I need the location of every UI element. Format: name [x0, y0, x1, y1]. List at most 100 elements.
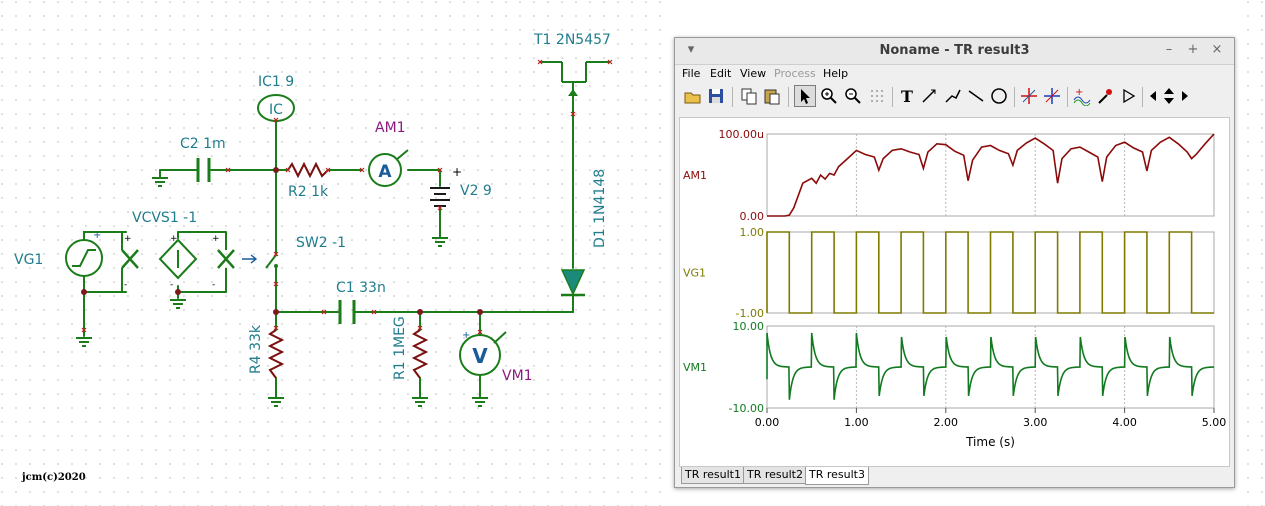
voltmeter-icon[interactable]	[459, 334, 501, 376]
r2-resistor-icon[interactable]	[287, 161, 329, 179]
c2-label: C2 1m	[180, 136, 226, 152]
trace-vm1[interactable]	[766, 332, 1214, 400]
r4-label: R4 33k	[248, 324, 264, 374]
window-menu-button[interactable]: ▾	[687, 42, 695, 57]
annotate-icon[interactable]	[919, 85, 941, 107]
open-folder-icon[interactable]	[682, 85, 704, 107]
series-label-vg1: VG1	[683, 267, 706, 280]
svg-text:+: +	[1075, 87, 1083, 98]
switch-blade-icon[interactable]	[265, 254, 277, 269]
svg-text:T: T	[901, 87, 913, 106]
cursor-a-icon[interactable]	[1018, 85, 1040, 107]
ytick-label: 0.00	[740, 210, 765, 223]
ytick-label: 10.00	[733, 320, 765, 333]
zoom-fit-icon[interactable]	[842, 85, 864, 107]
svg-text:-: -	[170, 280, 173, 290]
pointer-icon[interactable]	[794, 85, 816, 107]
c1-capacitor-icon[interactable]	[338, 300, 356, 324]
c2-capacitor-icon[interactable]	[196, 158, 211, 182]
r4-resistor-icon[interactable]	[267, 329, 285, 379]
grid-icon[interactable]	[866, 85, 888, 107]
line-annotate-icon[interactable]	[942, 85, 964, 107]
wire-vcvs[interactable]	[177, 231, 227, 293]
maximize-button[interactable]: +	[1187, 42, 1199, 57]
xtick-label: 5.00	[1202, 416, 1227, 429]
menu-edit[interactable]: Edit	[710, 67, 732, 80]
pin-markers	[81, 59, 613, 335]
junction-dot	[417, 309, 423, 315]
ic-marker-icon[interactable]	[257, 94, 295, 122]
window-title: Noname - TR result3	[879, 43, 1030, 58]
probe-icon[interactable]	[1094, 85, 1116, 107]
minimize-button[interactable]: –	[1165, 42, 1173, 57]
menu-help[interactable]: Help	[823, 67, 849, 80]
paste-icon[interactable]	[761, 85, 783, 107]
ic1-label: IC1 9	[258, 74, 294, 90]
svg-text:+: +	[170, 234, 178, 244]
xtick-label: 4.00	[1112, 416, 1137, 429]
junction-dot	[273, 167, 279, 173]
trace-am1[interactable]	[767, 133, 1215, 217]
xtick-label: 2.00	[934, 416, 959, 429]
c2-ground-icon	[152, 177, 168, 187]
am1-label: AM1	[375, 120, 406, 136]
r1-ground-icon	[412, 397, 428, 407]
ytick-label: -10.00	[729, 402, 764, 415]
play-icon[interactable]	[1117, 85, 1139, 107]
vg1-ground-icon	[76, 337, 92, 347]
menu-view[interactable]: View	[740, 67, 767, 80]
ammeter-icon[interactable]	[368, 153, 402, 187]
scroll-updown-icon[interactable]	[1161, 85, 1177, 107]
r2-label: R2 1k	[288, 184, 329, 200]
add-trace-icon[interactable]: +	[1071, 85, 1093, 107]
tab-tr-result2[interactable]: TR result2	[743, 467, 807, 484]
draw-circle-icon[interactable]	[988, 85, 1010, 107]
copy-icon[interactable]	[738, 85, 760, 107]
vcvs-ground-icon	[170, 299, 186, 309]
ic-marker-label: IC	[269, 102, 283, 118]
ytick-label: 100.00u	[719, 128, 764, 141]
zoom-in-icon[interactable]	[818, 85, 840, 107]
result-window[interactable]: ▾ Noname - TR result3 – + × File Edit Vi…	[674, 37, 1235, 488]
x-axis-label: Time (s)	[965, 435, 1015, 449]
junction-dot	[477, 309, 483, 315]
scroll-right-icon[interactable]	[1178, 85, 1192, 107]
r1-resistor-icon[interactable]	[411, 329, 429, 379]
vg1-label: VG1	[14, 252, 43, 268]
close-button[interactable]: ×	[1211, 42, 1223, 57]
ammeter-symbol: A	[378, 162, 392, 182]
tab-tr-result3[interactable]: TR result3	[805, 467, 869, 485]
jfet-arrow-icon	[568, 89, 578, 96]
draw-line-icon[interactable]	[965, 85, 987, 107]
voltmeter-symbol: V	[472, 344, 488, 368]
jfet-transistor-icon[interactable]	[540, 61, 610, 98]
scroll-left-icon[interactable]	[1146, 85, 1160, 107]
xtick-label: 0.00	[755, 416, 780, 429]
r1-label: R1 1MEG	[392, 316, 408, 380]
cursor-b-icon[interactable]	[1041, 85, 1063, 107]
svg-text:-: -	[212, 280, 215, 290]
ytick-label: 1.00	[740, 226, 765, 239]
r4-ground-icon	[268, 397, 284, 407]
title-bar[interactable]: ▾ Noname - TR result3 – + ×	[675, 38, 1234, 65]
xtick-label: 3.00	[1023, 416, 1047, 429]
v2-battery-icon[interactable]	[430, 187, 450, 207]
sw2-label: SW2 -1	[296, 235, 346, 251]
control-arrow-icon	[242, 254, 258, 264]
v2-plus-icon: +	[452, 165, 462, 179]
d1-label: D1 1N4148	[592, 169, 608, 248]
menu-file[interactable]: File	[682, 67, 701, 80]
series-label-am1: AM1	[683, 169, 707, 182]
diode-icon[interactable]	[560, 269, 586, 296]
save-icon[interactable]	[705, 85, 727, 107]
toolbar: T +	[680, 85, 1225, 111]
trace-vg1[interactable]	[766, 231, 1214, 314]
junction-dot	[175, 289, 181, 295]
tab-tr-result1[interactable]: TR result1	[681, 467, 745, 484]
ammeter-arrow-icon	[395, 149, 409, 161]
text-tool-icon[interactable]: T	[896, 85, 918, 107]
menu-process[interactable]: Process	[774, 67, 816, 80]
